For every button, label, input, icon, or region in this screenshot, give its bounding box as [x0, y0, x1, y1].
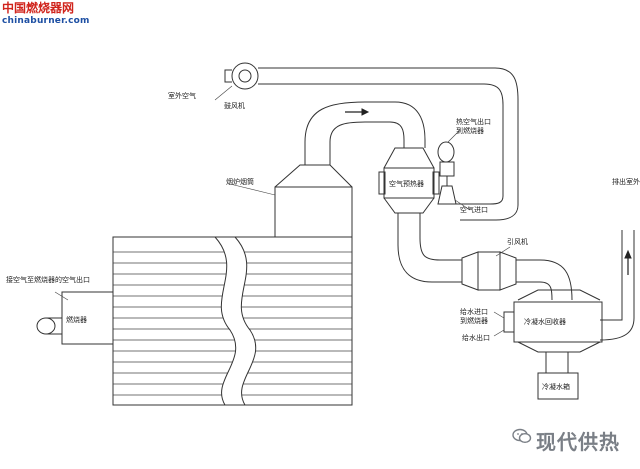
flow-arrow [361, 108, 370, 116]
label-blower: 鼓风机 [224, 101, 245, 110]
induced-fan [461, 251, 479, 291]
exhaust-duct [397, 213, 462, 283]
label-exhaust-outdoor: 排出室外 [612, 177, 640, 186]
exhaust-arrow [624, 249, 632, 259]
watermark: 中国燃烧器网 chinaburner.com [2, 2, 90, 28]
label-outdoor-air: 室外空气 [168, 91, 196, 100]
section-break [213, 236, 257, 406]
wechat-icon [512, 428, 532, 444]
watermark-url: chinaburner.com [2, 16, 90, 26]
blower [231, 62, 259, 90]
flue-elbow [304, 101, 426, 143]
label-hot-air-outlet: 热空气出口到燃烧器 [456, 117, 491, 135]
label-condenser: 冷凝水回收器 [524, 317, 566, 326]
watermark-title: 中国燃烧器网 [2, 1, 75, 15]
brand-text: 现代供热 [536, 430, 620, 454]
label-air-inlet: 空气进口 [460, 205, 488, 214]
label-combustion-chamber: 燃烧器 [66, 315, 87, 324]
flue-stack [274, 186, 353, 238]
label-water-inlet: 给水进口到燃烧器 [460, 307, 488, 325]
preheater-fan [437, 141, 455, 163]
air-preheater [383, 167, 435, 199]
stack-hood [274, 164, 353, 188]
label-air-preheater: 空气预热器 [389, 179, 424, 188]
air-duct [494, 67, 519, 205]
exhaust-pipe [600, 230, 623, 321]
label-induced-fan: 引风机 [507, 237, 528, 246]
label-condensate-tank: 冷凝水箱 [542, 382, 570, 391]
label-burner-front: 接空气至燃烧器的空气出口 [6, 275, 90, 284]
condensate-tank [537, 372, 579, 400]
label-water-outlet: 给水出口 [462, 333, 490, 342]
air-inlet-pipe [36, 317, 56, 335]
label-furnace-flue: 烟炉烟筒 [226, 177, 254, 186]
